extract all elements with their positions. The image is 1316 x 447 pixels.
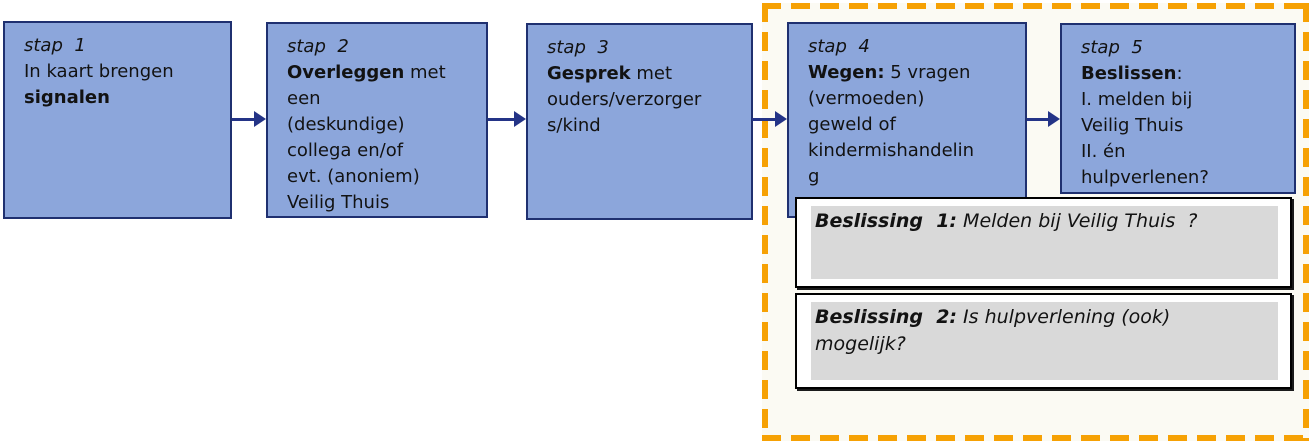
decision-body-2: Is hulpverlening (ook)mogelijk? bbox=[815, 306, 1171, 355]
arrow-right-icon bbox=[1027, 111, 1060, 127]
arrow-line bbox=[752, 118, 777, 121]
arrow-line bbox=[1027, 118, 1050, 121]
decision-body-1: Melden bij Veilig Thuis ? bbox=[957, 210, 1198, 232]
arrow-head bbox=[775, 111, 787, 127]
arrow-right-icon bbox=[232, 111, 266, 127]
arrow-head bbox=[254, 111, 266, 127]
arrow-right-icon bbox=[488, 111, 526, 127]
decision-text-2: Beslissing 2: Is hulpverlening (ook)moge… bbox=[811, 302, 1278, 380]
step-title-4: stap 4 bbox=[808, 36, 870, 57]
step-title-1: stap 1 bbox=[24, 35, 86, 56]
arrow-line bbox=[232, 118, 256, 121]
decision-box-2: Beslissing 2: Is hulpverlening (ook)moge… bbox=[795, 293, 1292, 389]
step-box-4: stap 4 Wegen: 5 vragen(vermoeden)geweld … bbox=[787, 22, 1027, 218]
decision-box-1: Beslissing 1: Melden bij Veilig Thuis ? bbox=[795, 197, 1292, 288]
decision-label-2: Beslissing 2: bbox=[815, 306, 958, 328]
arrow-line bbox=[488, 118, 516, 121]
step-title-2: stap 2 bbox=[287, 36, 349, 57]
arrow-head bbox=[1048, 111, 1060, 127]
step-title-3: stap 3 bbox=[547, 37, 609, 58]
decision-label-1: Beslissing 1: bbox=[815, 210, 958, 232]
decision-text-1: Beslissing 1: Melden bij Veilig Thuis ? bbox=[811, 206, 1278, 279]
arrow-right-icon bbox=[752, 111, 787, 127]
step-title-5: stap 5 bbox=[1081, 37, 1143, 58]
arrow-head bbox=[514, 111, 526, 127]
